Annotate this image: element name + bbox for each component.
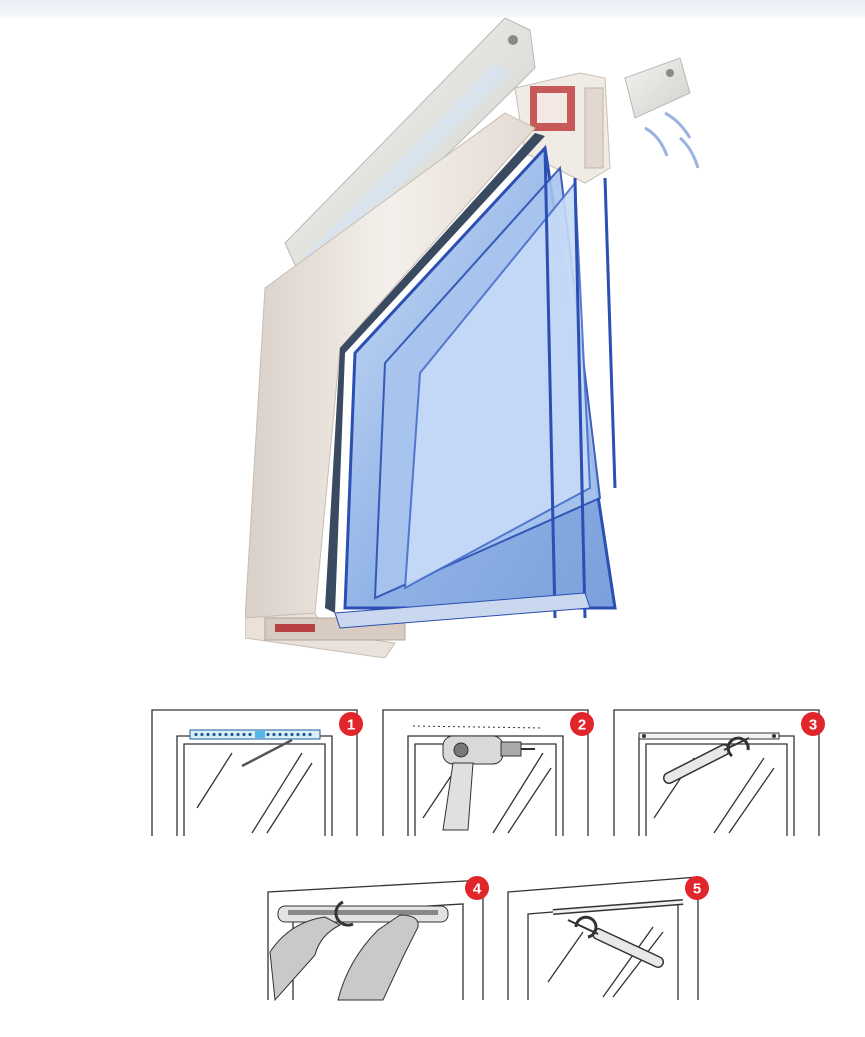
step-5-badge: 5 (685, 876, 709, 900)
step-2-panel: 2 (382, 708, 603, 838)
vent-outlet-tube (624, 57, 700, 169)
screwdriver-fixing-rail-icon (638, 732, 780, 784)
step-4-panel: 4 (267, 872, 498, 1002)
step-3-panel: 3 (613, 708, 834, 838)
window-cross-section-illustration (245, 18, 725, 658)
svg-text:5: 5 (693, 881, 701, 898)
window-frame (245, 112, 536, 658)
svg-text:4: 4 (473, 881, 482, 898)
step-3-badge: 3 (801, 712, 825, 736)
window-corner-outline (613, 709, 820, 836)
svg-text:3: 3 (809, 717, 817, 734)
svg-text:2: 2 (578, 717, 586, 734)
screwdriver-fixing-vent-icon (552, 899, 684, 968)
window-corner-outline (382, 709, 589, 836)
svg-text:1: 1 (347, 717, 355, 734)
step-2-badge: 2 (570, 712, 594, 736)
top-strip (0, 0, 865, 18)
step-4-badge: 4 (465, 876, 489, 900)
window-corner-outline (151, 709, 358, 836)
power-drill-icon (412, 725, 544, 831)
glass-panes (325, 133, 617, 629)
perforated-template-and-pencil-icon (189, 729, 321, 768)
step-1-badge: 1 (339, 712, 363, 736)
step-1-panel: 1 (151, 708, 372, 838)
step-5-panel: 5 (507, 872, 718, 1002)
hands-mounting-vent-icon (269, 900, 449, 1002)
